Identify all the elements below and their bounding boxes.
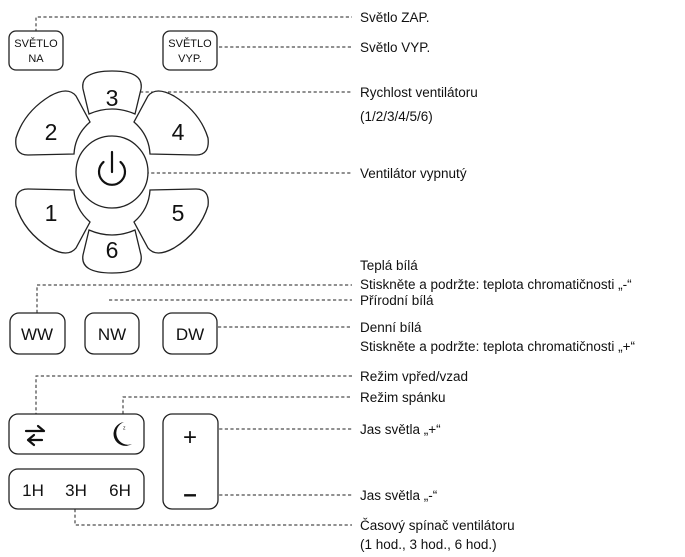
timer-6h-button[interactable]: 6H bbox=[109, 481, 131, 500]
speed-6-button[interactable]: 6 bbox=[82, 229, 142, 274]
speed-4-label: 4 bbox=[172, 119, 185, 145]
speed-2-button[interactable]: 2 bbox=[15, 90, 91, 156]
speed-2-label: 2 bbox=[45, 119, 58, 145]
timer-button-group: 1H 3H 6H bbox=[8, 468, 145, 510]
speed-6-label: 6 bbox=[106, 237, 119, 263]
light-off-line2: VYP. bbox=[178, 53, 202, 65]
brightness-minus-button[interactable]: – bbox=[183, 481, 196, 508]
timer-1h-button[interactable]: 1H bbox=[22, 481, 44, 500]
label-fan-speed: Rychlost ventilátoru bbox=[360, 85, 478, 100]
label-day-white-hold: Stiskněte a podržte: teplota chromatično… bbox=[360, 339, 635, 354]
light-on-button[interactable]: SVĚTLO NA bbox=[8, 30, 64, 71]
speed-1-button[interactable]: 1 bbox=[15, 188, 91, 254]
fan-off-button[interactable] bbox=[75, 135, 149, 209]
natural-white-label: NW bbox=[98, 325, 126, 344]
light-on-line1: SVĚTLO bbox=[14, 37, 58, 50]
moon-sleep-icon: ᶻ bbox=[113, 422, 132, 446]
label-warm-white-hold: Stiskněte a podržte: teplota chromatično… bbox=[360, 277, 632, 292]
label-day-white: Denní bílá bbox=[360, 320, 422, 335]
speed-3-button[interactable]: 3 bbox=[82, 70, 142, 115]
label-fan-timer-values: (1 hod., 3 hod., 6 hod.) bbox=[360, 537, 497, 552]
timer-3h-button[interactable]: 3H bbox=[65, 481, 87, 500]
label-fan-off: Ventilátor vypnutý bbox=[360, 166, 467, 181]
label-natural-white: Přírodní bílá bbox=[360, 293, 434, 308]
label-warm-white: Teplá bílá bbox=[360, 258, 418, 273]
leader-sleep bbox=[122, 396, 352, 414]
mode-button-group: ᶻ bbox=[8, 413, 145, 455]
light-off-line1: SVĚTLO bbox=[168, 37, 212, 50]
leader-warm-white bbox=[36, 284, 352, 313]
light-off-button[interactable]: SVĚTLO VYP. bbox=[162, 30, 218, 71]
label-light-on: Světlo ZAP. bbox=[360, 10, 430, 25]
brightness-plus-button[interactable]: + bbox=[183, 424, 197, 451]
sleep-mode-button[interactable]: ᶻ bbox=[95, 416, 141, 452]
leader-light-on bbox=[35, 16, 352, 32]
leader-direction bbox=[35, 375, 352, 416]
brightness-button-group: + – bbox=[162, 413, 219, 510]
label-brightness-plus: Jas světla „+“ bbox=[360, 422, 441, 437]
power-icon bbox=[97, 150, 127, 186]
day-white-label: DW bbox=[176, 325, 204, 344]
speed-5-label: 5 bbox=[172, 200, 185, 226]
reverse-arrows-icon bbox=[24, 424, 46, 447]
warm-white-label: WW bbox=[21, 325, 53, 344]
label-direction-mode: Režim vpřed/vzad bbox=[360, 369, 468, 384]
label-brightness-minus: Jas světla „-“ bbox=[360, 488, 437, 503]
label-sleep-mode: Režim spánku bbox=[360, 390, 446, 405]
zz-mark: ᶻ bbox=[123, 426, 126, 433]
fan-speed-ring: 3 2 4 1 5 6 bbox=[15, 70, 209, 274]
day-white-button[interactable]: DW bbox=[162, 312, 218, 355]
label-fan-speed-values: (1/2/3/4/5/6) bbox=[360, 109, 433, 124]
warm-white-button[interactable]: WW bbox=[9, 312, 66, 355]
label-fan-timer: Časový spínač ventilátoru bbox=[360, 518, 515, 533]
reverse-direction-button[interactable] bbox=[12, 416, 67, 452]
leader-timer bbox=[74, 509, 352, 526]
speed-4-button[interactable]: 4 bbox=[133, 90, 209, 156]
leader-lines bbox=[35, 16, 352, 526]
speed-5-button[interactable]: 5 bbox=[133, 188, 209, 254]
speed-3-label: 3 bbox=[106, 85, 119, 111]
natural-white-button[interactable]: NW bbox=[84, 312, 140, 355]
label-light-off: Světlo VYP. bbox=[360, 40, 430, 55]
annotation-labels: Světlo ZAP. Světlo VYP. Rychlost ventilá… bbox=[360, 10, 635, 552]
speed-1-label: 1 bbox=[45, 200, 58, 226]
light-on-line2: NA bbox=[28, 53, 44, 65]
